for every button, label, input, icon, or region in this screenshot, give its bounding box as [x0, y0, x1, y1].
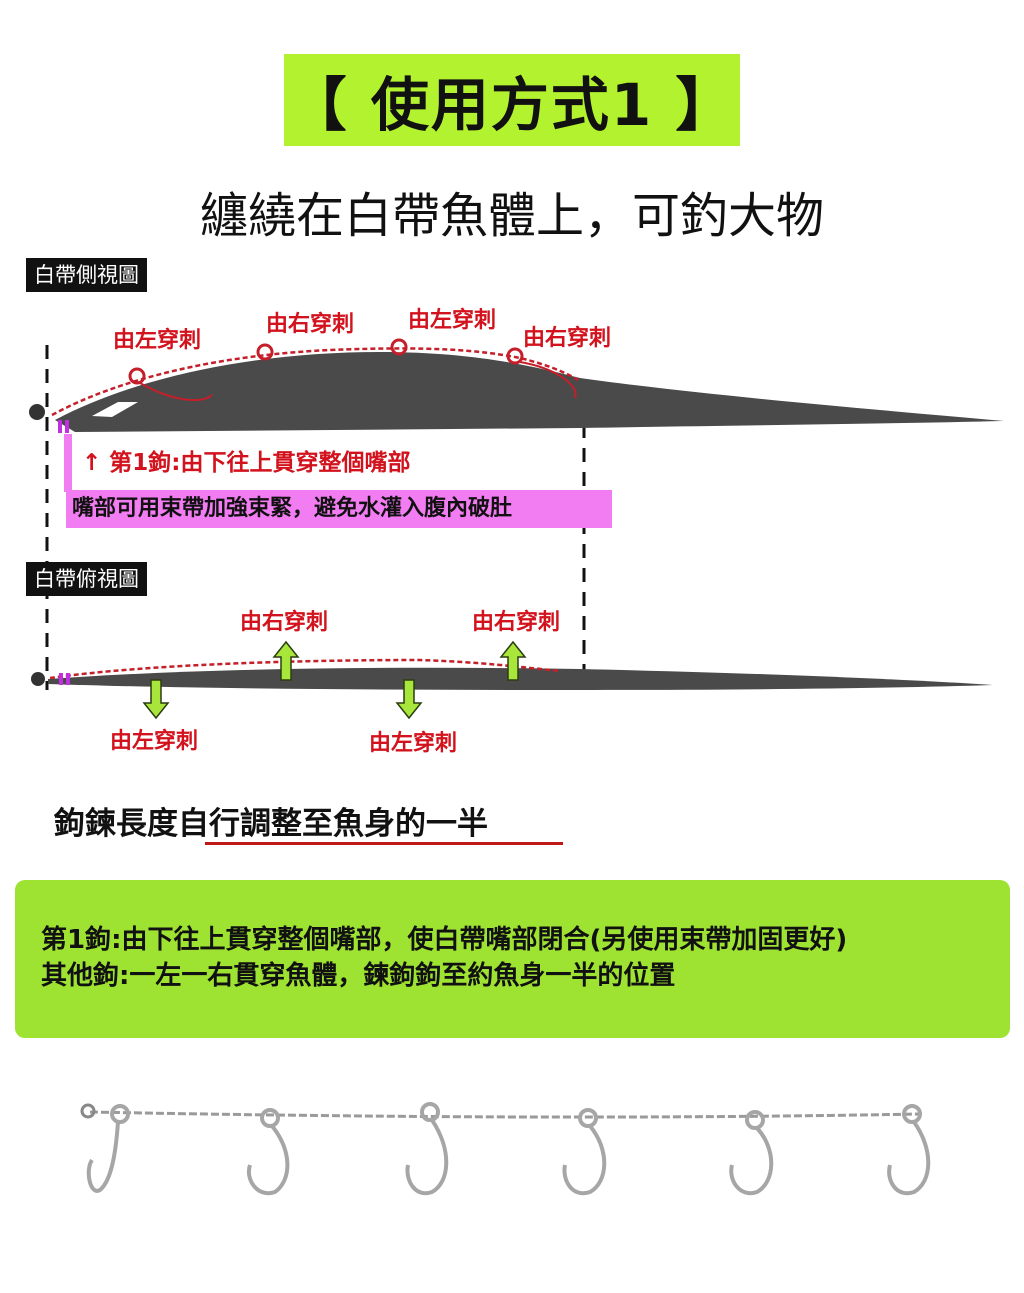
- product-hooks: [86, 1102, 931, 1196]
- title-banner: 【 使用方式1 】: [284, 54, 740, 146]
- top-label-upper-2: 由右穿刺: [472, 610, 561, 635]
- side-view-fish: [55, 352, 1004, 432]
- hook-curve-1: [139, 382, 213, 402]
- length-note: 鉤鍊長度自行調整至魚身的一半: [54, 798, 488, 843]
- length-note-emphasis: 自行調整至魚身的一半: [178, 806, 488, 842]
- note-pointer: [64, 434, 72, 492]
- side-label-3: 由左穿刺: [408, 308, 497, 333]
- page-title: 【 使用方式1 】: [288, 71, 736, 139]
- length-underline: [205, 842, 563, 845]
- side-view-chain: [51, 347, 579, 417]
- top-view-fish: [48, 667, 993, 690]
- arrow-up-2: [499, 640, 527, 681]
- subtitle: 纏繞在白帶魚體上，可釣大物: [199, 188, 824, 244]
- info-line-2: 其他鉤:一左一右貫穿魚體，鍊鉤鉤至約魚身一半的位置: [41, 961, 676, 991]
- hook1-note: ↑ 第1鉤:由下往上貫穿整個嘴部: [82, 450, 411, 476]
- hook-curve-4: [519, 361, 577, 399]
- length-note-prefix: 鉤鍊長度: [54, 806, 178, 842]
- top-label-lower-1: 由左穿刺: [110, 729, 199, 754]
- cable-tie-2: [65, 420, 69, 433]
- side-view-tag: 白帶側視圖: [26, 258, 147, 292]
- side-label-4: 由右穿刺: [523, 326, 612, 351]
- swivel-icon: [29, 404, 45, 420]
- top-view-tag: 白帶俯視圖: [26, 562, 147, 596]
- arrow-down-1: [142, 679, 170, 720]
- top-cable-tie-2: [66, 673, 70, 685]
- arrow-down-2: [395, 679, 423, 720]
- mouth-tie-note: 嘴部可用束帶加強束緊，避免水灌入腹內破肚: [66, 490, 612, 528]
- hook-ring-2: [256, 343, 274, 361]
- hook-ring-4: [506, 347, 524, 365]
- side-label-1: 由左穿刺: [113, 328, 202, 353]
- info-line-1: 第1鉤:由下往上貫穿整個嘴部，使白帶嘴部閉合(另使用束帶加固更好): [41, 925, 848, 955]
- product-swivel-icon: [80, 1103, 96, 1119]
- hook-ring-3: [390, 338, 408, 356]
- top-swivel-icon: [31, 672, 45, 686]
- info-box: 第1鉤:由下往上貫穿整個嘴部，使白帶嘴部閉合(另使用束帶加固更好) 其他鉤:一左…: [15, 880, 1010, 1038]
- arrow-up-1: [272, 640, 300, 681]
- top-label-lower-2: 由左穿刺: [369, 731, 458, 756]
- hook-ring-1: [128, 367, 146, 385]
- side-label-2: 由右穿刺: [266, 312, 355, 337]
- top-label-upper-1: 由右穿刺: [240, 610, 329, 635]
- cable-tie-1: [58, 420, 62, 433]
- product-chain: [89, 1110, 921, 1119]
- top-cable-tie-1: [59, 673, 63, 685]
- fish-eye-highlight: [92, 402, 138, 417]
